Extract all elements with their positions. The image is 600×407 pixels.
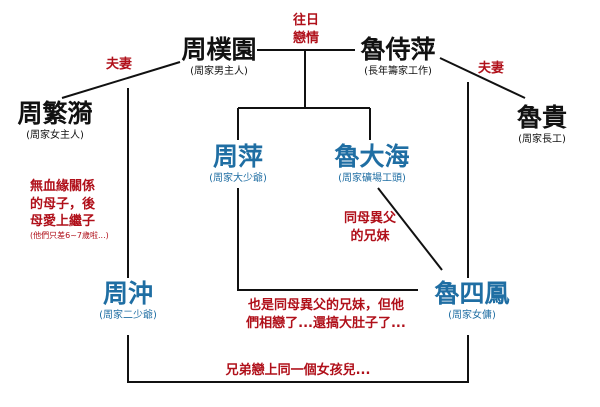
link-dahai-sifeng [377, 187, 443, 271]
person-role: (周家男主人) [190, 65, 248, 77]
note-line: 往日 [292, 13, 320, 28]
link-couple-left [61, 61, 181, 99]
person-lu-dahai: 魯大海 (周家礦場工頭) [334, 143, 409, 185]
person-name: 周繁漪 [17, 99, 93, 128]
note-couple-left: 夫妻 [106, 56, 132, 74]
person-zhou-chong: 周沖 (周家二少爺) [99, 280, 157, 322]
note-line: 戀情 [292, 30, 320, 46]
person-role: (周家大少爺) [209, 172, 267, 184]
person-role: (周家長工) [518, 133, 566, 145]
person-name: 周沖 [102, 279, 153, 308]
person-lu-shiping: 魯侍萍 (長年籌家工作) [360, 36, 435, 78]
note-line: 母愛上繼子 [30, 214, 96, 230]
person-name: 魯大海 [334, 142, 410, 171]
person-role: (周家二少爺) [99, 309, 157, 321]
note-line: 的母子，後 [30, 196, 96, 212]
note-line: 們相戀了...還搞大肚子了... [246, 315, 406, 331]
note-line: 兄弟戀上同一個女孩兒... [225, 363, 371, 378]
person-name: 魯侍萍 [360, 35, 436, 64]
note-line: 無血緣關係 [30, 179, 96, 194]
person-name: 周萍 [212, 142, 263, 171]
person-name: 魯貴 [516, 103, 568, 132]
person-role: (周家女主人) [26, 129, 84, 141]
person-name: 周樸園 [181, 35, 257, 64]
note-line: 夫妻 [106, 57, 133, 72]
note-line: 夫妻 [478, 61, 505, 76]
note-no-blood: 無血緣關係 的母子，後 母愛上繼子 (他們只差6~7歲啦...) [30, 178, 109, 241]
note-line: 也是同母異父的兄妹，但他 [247, 298, 405, 313]
person-lu-sifeng: 魯四鳳 (周家女傭) [434, 280, 509, 322]
note-small: (他們只差6~7歲啦...) [30, 230, 109, 240]
note-past-love: 往日 戀情 [293, 12, 319, 47]
note-brothers: 兄弟戀上同一個女孩兒... [221, 362, 375, 380]
note-half-siblings: 同母異父 的兄妹 [344, 210, 396, 245]
person-zhou-fanyi: 周繁漪 (周家女主人) [17, 100, 92, 142]
person-role: (周家女傭) [448, 309, 496, 321]
person-name: 魯四鳳 [434, 279, 510, 308]
person-zhou-ping: 周萍 (周家大少爺) [209, 143, 267, 185]
note-line: 的兄妹 [350, 228, 390, 244]
note-also-half-siblings: 也是同母異父的兄妹，但他 們相戀了...還搞大肚子了... [246, 297, 406, 332]
link-brothers [127, 335, 469, 383]
note-couple-right: 夫妻 [478, 60, 504, 78]
link-ping-sifeng [237, 188, 418, 291]
link-couple-right [439, 57, 526, 99]
person-lu-gui: 魯貴 (周家長工) [517, 104, 567, 146]
person-zhou-puyuan: 周樸園 (周家男主人) [181, 36, 256, 78]
note-line: 同母異父 [343, 211, 397, 226]
person-role: (周家礦場工頭) [338, 172, 406, 184]
person-role: (長年籌家工作) [364, 65, 432, 77]
